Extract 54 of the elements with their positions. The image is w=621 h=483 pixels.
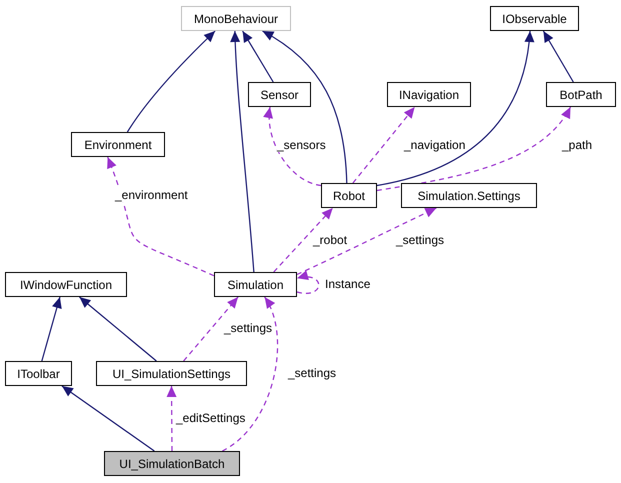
class-box [387,82,471,107]
class-name: Robot [332,188,366,202]
class-box [104,451,240,476]
edge-label: Instance [325,277,370,291]
dashed-arrow [222,296,278,452]
class-box [181,6,291,31]
arrow [79,296,157,362]
edge-label: _path [562,138,592,152]
class-name: Simulation [227,278,284,292]
dashed-arrow [166,386,177,451]
class-box [214,272,297,297]
class-box [248,82,311,107]
arrow [126,30,216,132]
arrow [262,30,348,184]
class-name: Sensor [260,88,299,102]
class-box [5,361,72,386]
arrow [542,30,574,82]
class-name: IObservable [502,12,567,26]
class-box [401,183,537,208]
arrow [41,296,62,362]
arrow [62,386,155,452]
edge-label: _robot [313,233,348,247]
class-name: IWindowFunction [20,278,112,292]
edge-label: _settings [396,233,444,247]
class-name: UI_SimulationBatch [119,456,225,470]
edge-label: _environment [115,188,188,202]
arrow [242,30,274,82]
dashed-arrow [296,271,320,294]
class-box [96,361,247,386]
edge-label: _settings [224,321,272,335]
class-name: Environment [84,138,152,152]
dashed-arrow [352,106,416,184]
arrow [376,30,534,186]
class-name: Simulation.Settings [418,188,520,202]
dashed-arrow [183,296,239,362]
dashed-arrow [376,106,571,192]
class-box [321,183,377,208]
class-box [490,6,579,31]
arrow [230,30,254,272]
class-box [71,132,165,157]
dashed-arrow [106,156,214,276]
dashed-arrow [296,207,437,276]
dashed-arrow [264,106,322,186]
class-name: INavigation [398,88,460,102]
class-name: UI_SimulationSettings [112,366,231,380]
edge-label: _navigation [404,138,466,152]
edge-label: _settings [288,366,336,380]
class-name: MonoBehaviour [194,12,278,26]
class-name: BotPath [560,88,602,102]
edge-label: _editSettings [176,411,246,425]
class-box [546,82,616,107]
class-box [5,272,127,297]
class-name: IToolbar [17,366,60,380]
dashed-arrow [273,208,334,272]
